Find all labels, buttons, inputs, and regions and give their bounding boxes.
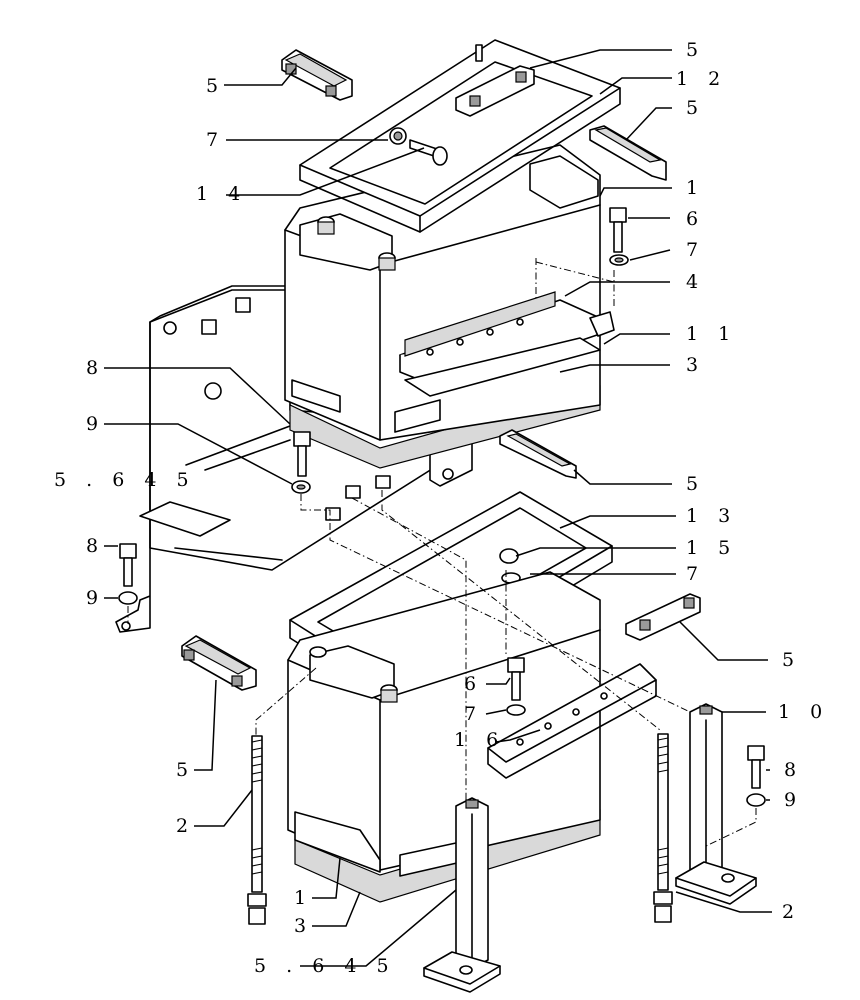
callout-5: 5 [686,473,705,495]
callout-2: 2 [176,815,195,837]
callout-9: 9 [86,413,105,435]
callout-16: 1 6 [454,729,505,751]
clamp-top-left [281,49,353,101]
threaded-rod-left [247,735,267,925]
callout-11: 1 1 [686,323,737,345]
callout-5: 5 [686,97,705,119]
callout-9: 9 [86,587,105,609]
alignment-lines [127,258,757,847]
clamp-left-lower [181,635,257,691]
callout-9: 9 [784,789,803,811]
support-post-5645 [423,797,501,993]
bolt-14 [389,127,448,166]
callout-8: 8 [784,759,803,781]
callout-5: 5 [176,759,195,781]
clamp-top-right [589,125,667,181]
clamp-right [625,593,701,641]
callout-7: 7 [464,703,483,725]
callout-3: 3 [686,354,705,376]
callout-labels: 5 5 1 2 5 7 1 4 1 6 7 4 1 1 3 8 9 5 . 6 … [54,39,829,977]
rail-16 [487,663,657,779]
bolt-8-right [746,745,766,807]
callout-7: 7 [686,239,705,261]
callout-6: 6 [464,673,483,695]
callout-13: 1 3 [686,505,737,527]
callout-5645: 5 . 6 4 5 [254,955,396,977]
callout-2: 2 [782,901,801,923]
callout-5: 5 [206,75,225,97]
callout-15: 1 5 [686,537,737,559]
clamp-mid [499,429,577,479]
callout-1: 1 [294,887,313,909]
bolt-8-left [118,543,138,605]
callout-5: 5 [686,39,705,61]
callout-3: 3 [294,915,313,937]
callout-5645: 5 . 6 4 5 [54,469,196,491]
battery-rails-upper [399,291,615,397]
callout-5: 5 [782,649,801,671]
leader-lines [104,49,772,967]
callout-4: 4 [686,271,705,293]
callout-1: 1 [686,177,705,199]
callout-14: 1 4 [196,183,247,205]
callout-10: 1 0 [778,701,829,723]
clamp-top-inner [455,65,535,117]
hold-down-frame-upper [299,39,621,233]
callout-8: 8 [86,535,105,557]
bolt-8-mid [291,431,311,494]
callout-12: 1 2 [676,68,727,90]
bracket-nuts [325,475,391,521]
bolt-6-upper [609,207,629,266]
callout-7: 7 [686,563,705,585]
callout-8: 8 [86,357,105,379]
support-post-10 [675,703,757,905]
battery-lower [287,571,601,903]
callout-6: 6 [686,208,705,230]
bolt-6-lower [506,657,526,716]
threaded-rod-right [653,733,673,923]
callout-7: 7 [206,129,225,151]
